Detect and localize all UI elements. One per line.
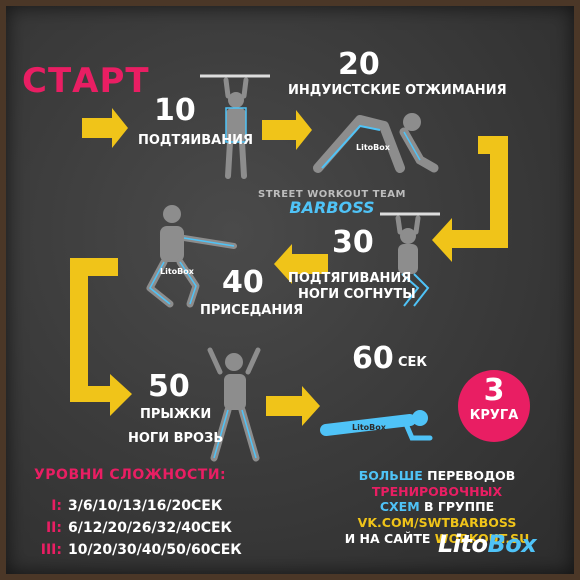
step-count-60: 60: [352, 341, 394, 376]
watermark-line-1: STREET WORKOUT TEAM: [258, 189, 406, 200]
brand-part-1: Lito: [438, 530, 488, 558]
step-count-20: 20: [338, 47, 380, 82]
level-values-1: 3/6/10/13/16/20СЕК: [68, 498, 223, 514]
promo-word-4: СХЕМ: [379, 499, 420, 515]
level-values-2: 6/12/20/26/32/40СЕК: [68, 520, 233, 536]
plank-figure-label: LitoBox: [352, 423, 386, 432]
step-count-30: 30: [332, 225, 374, 260]
promo-word-1: БОЛЬШЕ: [358, 468, 423, 483]
level-numeral-2: II:: [45, 520, 62, 536]
level-row-2: II: 6/12/20/26/32/40СЕК: [40, 520, 232, 536]
promo-site-link[interactable]: WORKOUT.SU: [434, 530, 530, 546]
litobox-logo: LitoBox: [438, 530, 537, 558]
levels-title: УРОВНИ СЛОЖНОСТИ:: [34, 467, 227, 483]
arrow-right-loop: [432, 136, 508, 262]
arrow-start: [82, 108, 128, 148]
figure-hindu-pushup: [313, 113, 439, 173]
promo-word-2: ПЕРЕВОДОВ: [427, 468, 516, 483]
step-label-10: ПОДТЯИВАНИЯ: [138, 133, 254, 148]
arrow-to-40: [274, 244, 328, 284]
arrow-to-20: [262, 110, 312, 150]
start-title: СТАРТ: [22, 61, 150, 101]
step-unit-60: СЕК: [398, 355, 428, 370]
step-label-30-line2: НОГИ СОГНУТЫ: [298, 287, 416, 302]
figure-squat: [146, 205, 237, 308]
level-values-3: 10/20/30/40/50/60СЕК: [68, 542, 242, 558]
promo-word-5: В ГРУППЕ: [424, 499, 495, 515]
barboss-watermark: STREET WORKOUT TEAM BARBOSS: [258, 190, 406, 216]
figure-pullup-1: [200, 74, 270, 179]
watermark-line-2: BARBOSS: [289, 198, 375, 217]
brand-part-2: Box: [487, 530, 537, 558]
step-count-10: 10: [154, 93, 196, 128]
level-numeral-1: I:: [51, 498, 62, 514]
promo-word-3: ТРЕНИРОВОЧНЫХ: [371, 483, 503, 499]
promo-text: БОЛЬШЕ ПЕРЕВОДОВ ТРЕНИРОВОЧНЫХ СХЕМ В ГР…: [312, 468, 562, 546]
arrow-to-60: [266, 386, 320, 426]
rounds-number: 3: [483, 373, 505, 408]
step-label-30-line1: ПОДТЯГИВАНИЯ: [288, 271, 412, 286]
step-label-50-line1: ПРЫЖКИ: [140, 407, 212, 422]
level-row-1: I: 3/6/10/13/16/20СЕК: [40, 498, 222, 514]
squat-figure-label: LitoBox: [160, 267, 194, 276]
step-label-50-line2: НОГИ ВРОЗЬ: [128, 431, 224, 446]
level-row-3: III: 10/20/30/40/50/60СЕК: [40, 542, 242, 558]
step-count-40: 40: [222, 265, 264, 300]
step-count-50: 50: [148, 369, 190, 404]
step-label-40: ПРИСЕДАНИЯ: [200, 303, 304, 318]
figure-plank: [320, 410, 433, 441]
figure-jumping-jacks: [207, 347, 261, 462]
level-numeral-3: III:: [40, 542, 62, 558]
arrow-left-loop: [70, 258, 132, 416]
promo-vk-link[interactable]: VK.COM/SWTBARBOSS: [357, 514, 517, 530]
rounds-badge: 3 КРУГА: [458, 370, 530, 442]
promo-word-7: И НА САЙТЕ: [344, 530, 431, 546]
rounds-label: КРУГА: [469, 408, 519, 423]
step-label-20: ИНДУИСТСКИЕ ОТЖИМАНИЯ: [288, 83, 507, 98]
figure-pullup-2: [380, 212, 440, 307]
pushup-figure-label: LitoBox: [356, 143, 390, 152]
